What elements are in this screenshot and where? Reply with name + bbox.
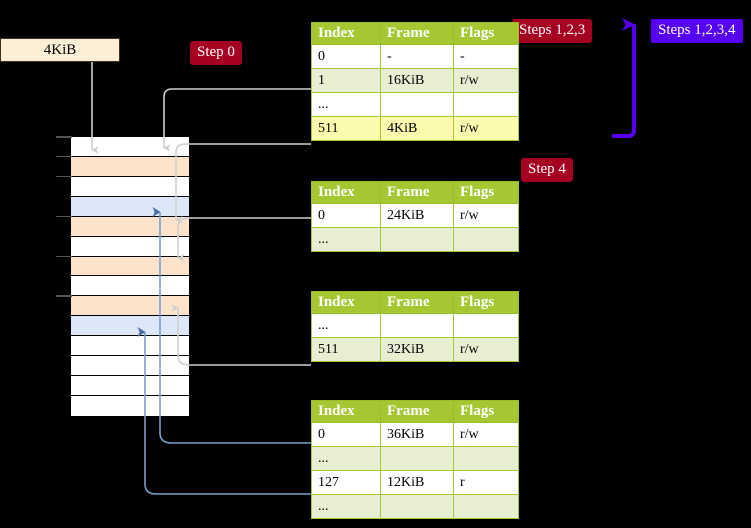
cell-frame: 24KiB	[380, 203, 454, 228]
memory-frame-9	[71, 316, 189, 337]
cell-index: 0	[311, 422, 381, 447]
cell-flags: r/w	[453, 203, 519, 228]
column-header-frame: Frame	[380, 181, 454, 204]
cell-frame	[380, 92, 454, 117]
size-label-4kib: 4KiB	[0, 38, 120, 62]
cell-frame: 4KiB	[380, 116, 454, 141]
memory-frame-2	[71, 176, 189, 197]
cell-flags: r/w	[453, 422, 519, 447]
cell-index: 511	[311, 337, 381, 362]
cell-index: 127	[311, 470, 381, 495]
cell-index: 1	[311, 68, 381, 93]
cell-frame: 32KiB	[380, 337, 454, 362]
cell-index: ...	[311, 446, 381, 471]
physical-memory-column	[70, 136, 190, 416]
column-header-frame: Frame	[380, 400, 454, 423]
cell-frame	[380, 494, 454, 519]
memory-frame-8	[71, 296, 189, 317]
cell-index: ...	[311, 494, 381, 519]
cell-flags	[453, 227, 519, 252]
connector-l1-row511	[175, 143, 311, 224]
table-row: ...	[311, 313, 519, 338]
cell-flags	[453, 494, 519, 519]
connector-l2-row0	[177, 217, 311, 262]
cell-flags	[453, 446, 519, 471]
badge-step-4: Step 4	[521, 158, 573, 182]
memory-frame-10	[71, 336, 189, 357]
table-row: ...	[311, 494, 519, 519]
memory-frame-13	[71, 396, 189, 416]
cell-flags: r/w	[453, 337, 519, 362]
table-row: ...	[311, 227, 519, 252]
badge-step-0: Step 0	[190, 41, 242, 65]
memory-frame-5	[71, 236, 189, 257]
cell-frame: 36KiB	[380, 422, 454, 447]
cell-flags: r/w	[453, 116, 519, 141]
cell-index: ...	[311, 227, 381, 252]
badge-steps-1234: Steps 1,2,3,4	[651, 19, 743, 43]
connector-l3-row511	[171, 304, 311, 366]
memory-tick-6	[56, 255, 72, 258]
memory-frame-12	[71, 376, 189, 397]
cell-index: ...	[311, 92, 381, 117]
column-header-flags: Flags	[453, 181, 519, 204]
cell-flags: r	[453, 470, 519, 495]
table-row: 0--	[311, 44, 519, 69]
column-header-flags: Flags	[453, 291, 519, 314]
column-header-index: Index	[311, 181, 381, 204]
memory-tick-8	[56, 295, 72, 297]
cell-frame	[380, 313, 454, 338]
cell-index: 0	[311, 44, 381, 69]
size-label-text: 4KiB	[43, 41, 77, 58]
cell-frame	[380, 227, 454, 252]
cell-index: 511	[311, 116, 381, 141]
cell-frame: -	[380, 44, 454, 69]
cell-flags: r/w	[453, 68, 519, 93]
memory-frame-4	[71, 216, 189, 237]
cell-flags	[453, 313, 519, 338]
memory-tick-0	[56, 136, 72, 138]
cell-flags	[453, 92, 519, 117]
cell-index: ...	[311, 313, 381, 338]
column-header-flags: Flags	[453, 22, 519, 45]
memory-tick-2	[56, 175, 72, 178]
table-row: ...	[311, 92, 519, 117]
column-header-frame: Frame	[380, 22, 454, 45]
arrow-steps-1234	[612, 18, 636, 138]
column-header-flags: Flags	[453, 400, 519, 423]
cell-flags: -	[453, 44, 519, 69]
memory-frame-6	[71, 256, 189, 277]
cell-index: 0	[311, 203, 381, 228]
cell-frame	[380, 446, 454, 471]
column-header-index: Index	[311, 400, 381, 423]
table-row: ...	[311, 446, 519, 471]
column-header-index: Index	[311, 291, 381, 314]
column-header-index: Index	[311, 22, 381, 45]
memory-tick-4	[56, 215, 72, 218]
cell-frame: 16KiB	[380, 68, 454, 93]
memory-tick-1	[56, 155, 72, 158]
memory-frame-11	[71, 356, 189, 377]
memory-frame-0	[71, 137, 189, 157]
cell-frame: 12KiB	[380, 470, 454, 495]
memory-frame-1	[71, 156, 189, 177]
memory-frame-7	[71, 276, 189, 297]
badge-steps-123: Steps 1,2,3	[512, 19, 593, 43]
memory-frame-3	[71, 196, 189, 217]
column-header-frame: Frame	[380, 291, 454, 314]
